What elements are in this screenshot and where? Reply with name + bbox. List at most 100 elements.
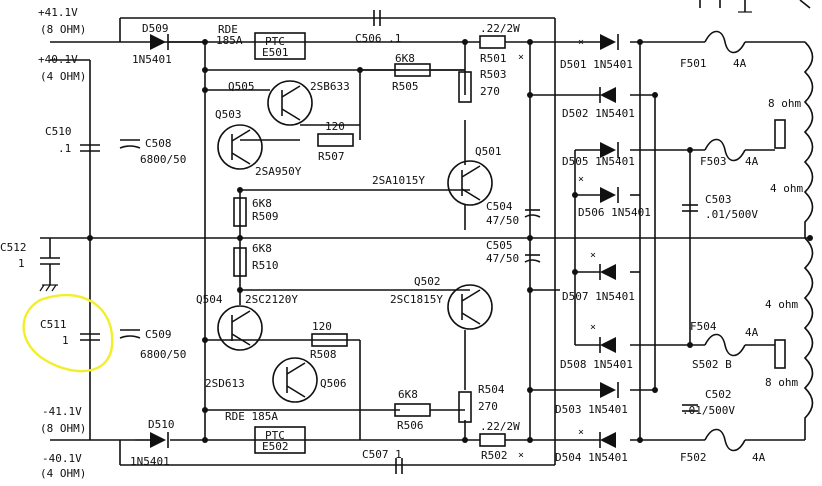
part-label: F503 (700, 155, 727, 168)
part-label: C504 (486, 200, 513, 213)
rail-label: -41.1V (42, 405, 82, 418)
part-label: R509 (252, 210, 279, 223)
part-label: D507 1N5401 (562, 290, 635, 303)
part-label: 2SD613 (205, 377, 245, 390)
part-label: 1 (18, 257, 25, 270)
fuses (704, 30, 746, 452)
part-label: D501 1N5401 (560, 58, 633, 71)
part-label: 2SB633 (310, 80, 350, 93)
part-label: 4A (733, 57, 747, 70)
top-right-fragment (699, 0, 811, 13)
transistors (217, 80, 493, 403)
part-label: 270 (480, 85, 500, 98)
part-label: D510 (148, 418, 175, 431)
junction-dots (87, 39, 813, 443)
part-label: .22/2W (480, 420, 520, 433)
part-label: C507 1 (362, 448, 402, 461)
part-label: S502 B (692, 358, 732, 371)
diode-d510 (135, 432, 169, 448)
part-label: R508 (310, 348, 337, 361)
part-label: PTC (265, 429, 285, 442)
part-label: 1N5401 (132, 53, 172, 66)
part-label: C502 (705, 388, 732, 401)
cap-c510 (80, 144, 100, 152)
part-label: 120 (312, 320, 332, 333)
part-label: PTC (265, 35, 285, 48)
part-label: D508 1N5401 (560, 358, 633, 371)
transistor-q503 (217, 124, 263, 170)
cap-c504 (524, 209, 541, 218)
resistors (233, 35, 506, 447)
cross-mark: × (590, 250, 596, 261)
part-label: C510 (45, 125, 72, 138)
resistor-r510 (233, 247, 247, 277)
part-label: C505 (486, 239, 513, 252)
part-label: D509 (142, 22, 169, 35)
part-label: 120 (325, 120, 345, 133)
part-label: D505 1N5401 (562, 155, 635, 168)
ptc-e501 (254, 32, 306, 60)
part-label: E502 (262, 440, 289, 453)
rail-label: +41.1V (38, 6, 78, 19)
part-label: E501 (262, 46, 289, 59)
part-label: .01/500V (705, 208, 758, 221)
part-label: C508 (145, 137, 172, 150)
part-label: F501 (680, 57, 707, 70)
resistor-r508 (311, 333, 348, 347)
part-label: R507 (318, 150, 345, 163)
resistor-r507 (317, 133, 354, 147)
part-label: D506 1N5401 (578, 206, 651, 219)
part-label: 2SA950Y (255, 165, 302, 178)
part-label: 2SA1015Y (372, 174, 425, 187)
part-label: R501 (480, 52, 507, 65)
resistor-r509 (233, 197, 247, 227)
fuse-f503 (704, 138, 746, 162)
part-label: 6K8 (252, 242, 272, 255)
diode-d504 (599, 432, 616, 448)
part-label: Q504 (196, 293, 223, 306)
part-label: R504 (478, 383, 505, 396)
part-label: .01/500V (682, 404, 735, 417)
rail-label: (4 OHM) (40, 70, 86, 83)
part-label: 47/50 (486, 252, 519, 265)
diode-d502 (599, 87, 616, 103)
fuse-f502 (704, 428, 746, 452)
cap-c503 (682, 204, 698, 212)
part-label: 4A (752, 451, 766, 464)
part-label: R505 (392, 80, 419, 93)
diodes (120, 34, 619, 448)
part-label: C512 (0, 241, 27, 254)
part-label: 4 ohm (770, 182, 803, 195)
part-label: 47/50 (486, 214, 519, 227)
diode-d508 (599, 337, 616, 353)
part-label: 270 (478, 400, 498, 413)
transistor-q505 (267, 80, 313, 126)
rail-label: -40.1V (42, 452, 82, 465)
highlight-circle (22, 293, 114, 373)
diode-d503 (600, 382, 619, 398)
rail-label: (8 OHM) (40, 23, 86, 36)
wiring (40, 17, 810, 466)
cap-c512 (39, 238, 60, 292)
part-label: F502 (680, 451, 707, 464)
cross-mark: × (578, 37, 584, 48)
part-label: C509 (145, 328, 172, 341)
diode-d506 (600, 187, 619, 203)
part-label: 6K8 (398, 388, 418, 401)
part-label: D503 1N5401 (555, 403, 628, 416)
part-label: 6800/50 (140, 348, 186, 361)
resistor-r503 (458, 71, 472, 103)
part-label: Q502 (414, 275, 441, 288)
part-label: R503 (480, 68, 507, 81)
part-label: 6800/50 (140, 153, 186, 166)
transistor-q501 (447, 160, 493, 206)
part-label: RDE 185A (225, 410, 278, 423)
rail-label: +40.1V (38, 53, 78, 66)
cross-mark: × (578, 174, 584, 185)
part-label: 6K8 (395, 52, 415, 65)
fuse-f501 (704, 30, 746, 54)
cap-c507 (395, 458, 403, 474)
resistor-r506 (394, 403, 431, 417)
part-label: 1 (62, 334, 69, 347)
cap-c506 (373, 10, 381, 26)
